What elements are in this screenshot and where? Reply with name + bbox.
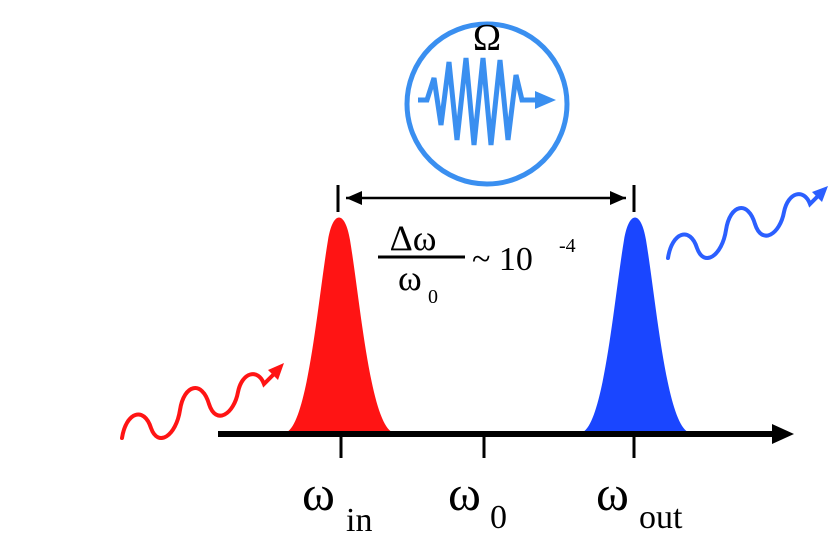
ratio-numerator: Δω	[390, 218, 437, 258]
ratio-exponent: -4	[559, 235, 576, 257]
ratio-denominator-sub: 0	[428, 286, 438, 308]
output-peak	[583, 217, 688, 432]
axis-label-main: ω	[448, 465, 481, 521]
axis-label-sub: 0	[490, 499, 507, 536]
phonon-squiggle-arrow-icon	[418, 57, 556, 146]
frequency-ratio: Δω ω 0 ~ 10 -4	[378, 218, 576, 308]
frequency-axis	[218, 424, 794, 458]
omega-label: Ω	[473, 17, 501, 59]
input-peak	[287, 217, 392, 432]
outgoing-photon	[666, 186, 828, 260]
ratio-approx: ~ 10	[472, 241, 533, 278]
axis-label-omega-0: ω 0	[448, 465, 507, 536]
ratio-denominator: ω	[398, 258, 422, 298]
axis-label-omega-in: ω in	[302, 465, 372, 539]
delta-omega-span	[336, 185, 636, 212]
axis-label-sub: in	[346, 502, 372, 539]
axis-label-main: ω	[596, 465, 629, 521]
phonon-circle-outline	[404, 21, 570, 187]
incoming-photon	[120, 363, 284, 440]
phonon-circle: Ω	[404, 17, 570, 187]
axis-label-omega-out: ω out	[596, 465, 683, 536]
axis-label-sub: out	[639, 499, 683, 536]
axis-label-main: ω	[302, 465, 335, 521]
